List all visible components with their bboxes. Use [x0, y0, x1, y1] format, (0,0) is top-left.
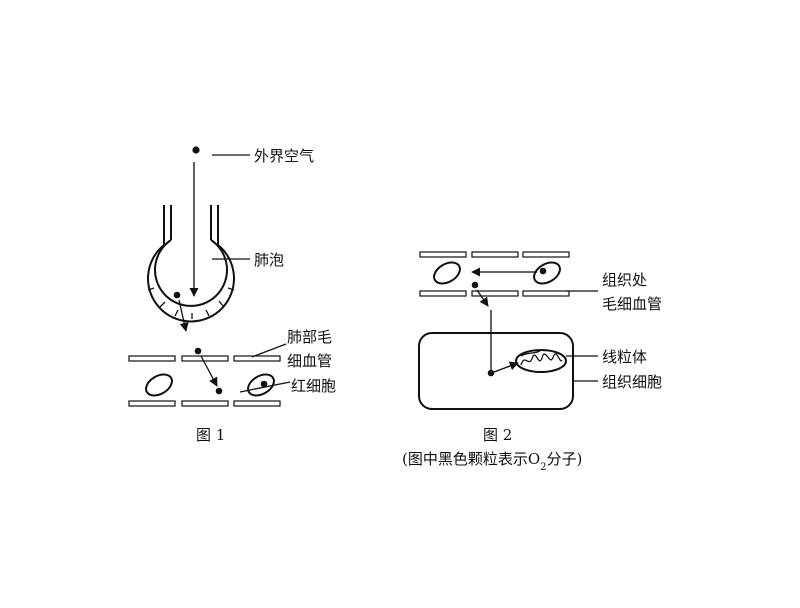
figure-2: 组织处 毛细血管 线粒体 组织细胞 图 2 (图中黑色颗粒表示O2分子) [402, 251, 662, 473]
tissue-cell [418, 332, 574, 410]
tissue-rbc-o2-particle [539, 267, 547, 275]
mitochondrion-label: 线粒体 [602, 348, 647, 366]
figure-1: 外界空气 肺泡 [128, 146, 336, 444]
rbc-leader-line [239, 381, 291, 393]
alveolus-label: 肺泡 [254, 251, 284, 269]
figure-2-note: (图中黑色颗粒表示O2分子) [402, 450, 582, 473]
figure-1-caption: 图 1 [196, 426, 225, 444]
tissue-capillary-label-line2: 毛细血管 [602, 295, 662, 313]
tissue-red-blood-cell-right [533, 261, 561, 285]
lung-capillary [128, 355, 281, 407]
alveolus-o2-particle [173, 291, 181, 299]
cell-o2-particle [487, 369, 495, 377]
lung-capillary-leader-line [251, 343, 287, 358]
note-prefix: (图中黑色颗粒表示O [402, 450, 540, 468]
tissue-capillary [419, 251, 570, 297]
alveolus [147, 205, 235, 323]
alveolus-to-capillary-arrow [178, 299, 189, 332]
capillary-o2-particle [194, 347, 202, 355]
note-suffix: 分子) [547, 450, 583, 468]
note-subscript: 2 [540, 462, 546, 473]
mitochondrion [515, 349, 567, 373]
to-mitochondrion-arrow [493, 361, 519, 373]
outside-air-o2-particle [192, 146, 200, 154]
outside-air-label: 外界空气 [254, 147, 314, 165]
figure-2-caption: 图 2 [483, 426, 512, 444]
capillary-to-cell-arrow [476, 289, 489, 307]
tissue-red-blood-cell-left [433, 261, 461, 285]
lung-capillary-label-line2: 细血管 [287, 352, 332, 370]
red-blood-cell-o2-particle [260, 380, 268, 388]
red-blood-cell-left [145, 373, 173, 397]
released-o2-particle [471, 281, 479, 289]
tissue-cell-label: 组织细胞 [602, 373, 662, 391]
capillary-flow-arrow [200, 355, 218, 387]
lung-capillary-label-line1: 肺部毛 [287, 328, 332, 346]
red-blood-cell-right [247, 373, 275, 397]
rbc-label: 红细胞 [291, 377, 336, 395]
tissue-capillary-label-line1: 组织处 [602, 271, 647, 289]
rbc-bound-o2-particle [215, 387, 223, 395]
